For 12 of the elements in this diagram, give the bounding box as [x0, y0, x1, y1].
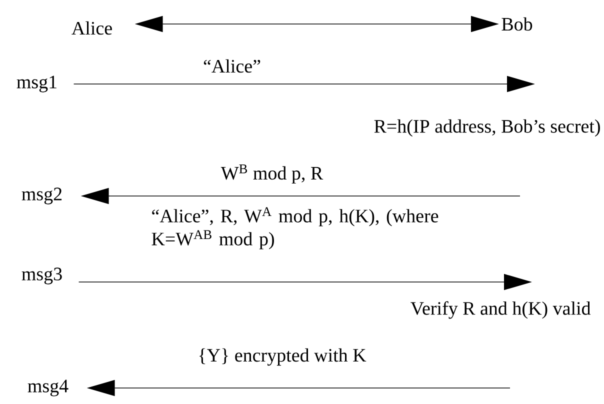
- edge-label: “Alice”, R, W$^{A}$ mod p, h(K), (where K=W$^{AB}$ mod p): [150, 206, 452, 250]
- note: Verify R and h(K) valid: [410, 301, 591, 319]
- message-label: msg1: [16, 76, 56, 92]
- party-label: Alice: [72, 21, 112, 35]
- message-label: msg3: [22, 268, 62, 284]
- message-label: msg4: [28, 380, 68, 396]
- edge-label: “Alice”: [202, 58, 262, 74]
- edge-label: W$^{B}$ mod p, R: [220, 164, 324, 185]
- party-label: Bob: [502, 17, 532, 31]
- note: R=h(IP address, Bob’s secret): [374, 119, 600, 137]
- edge-label: {Y} encrypted with K: [196, 347, 368, 367]
- message-label: msg2: [22, 188, 62, 204]
